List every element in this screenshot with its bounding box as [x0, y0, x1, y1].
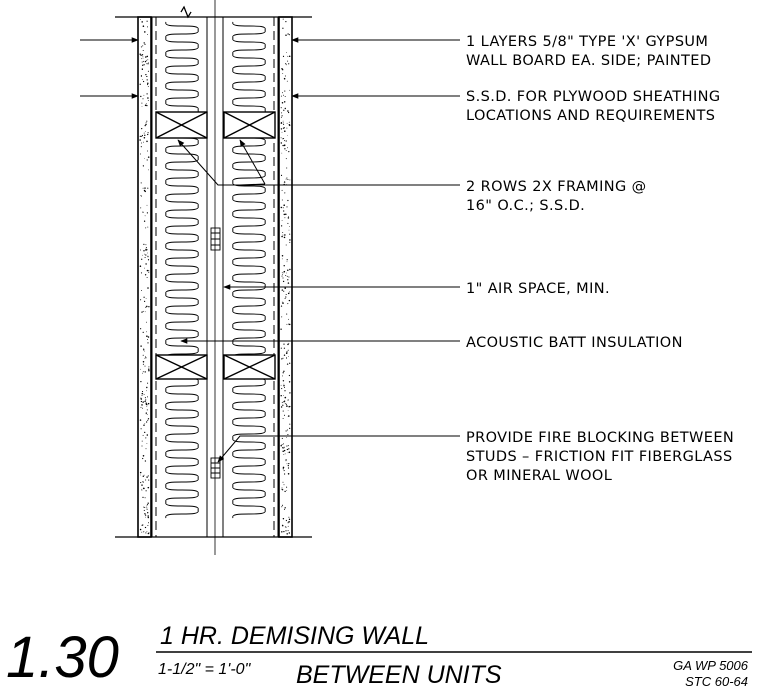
framing-block-top-right — [223, 111, 276, 139]
framing-block-bottom-left — [155, 354, 208, 380]
batt-insulation — [165, 21, 266, 519]
detail-title-line1: 1 HR. DEMISING WALL — [160, 622, 429, 650]
detail-number: 1.30 — [6, 625, 119, 690]
framing-block-top-left — [155, 111, 208, 139]
wall-section — [115, 0, 312, 555]
break-symbol — [180, 0, 216, 555]
note-gypsum: 1 LAYERS 5/8" TYPE 'X' GYPSUM WALL BOARD… — [466, 34, 713, 69]
notes: 1 LAYERS 5/8" TYPE 'X' GYPSUM WALL BOARD… — [466, 34, 739, 484]
note-sheathing: S.S.D. FOR PLYWOOD SHEATHING LOCATIONS A… — [466, 89, 726, 124]
gypsum-board-right — [278, 16, 293, 538]
note-framing: 2 ROWS 2X FRAMING @ 16" O.C.; S.S.D. — [466, 179, 652, 214]
framing-block-bottom-right — [223, 354, 276, 380]
fire-blocking — [210, 227, 221, 479]
note-fire-blocking: PROVIDE FIRE BLOCKING BETWEEN STUDS – FR… — [466, 430, 739, 484]
reference-ga: GA WP 5006 — [673, 658, 749, 673]
detail-scale: 1-1/2" = 1'-0" — [158, 661, 252, 678]
note-insulation: ACOUSTIC BATT INSULATION — [466, 335, 683, 351]
gypsum-board-left — [137, 16, 152, 538]
leader-lines — [80, 37, 460, 463]
framing-blocks — [155, 111, 276, 380]
note-air-space: 1" AIR SPACE, MIN. — [466, 281, 610, 297]
reference-stc: STC 60-64 — [685, 674, 748, 689]
title-block: 1.30 1 HR. DEMISING WALL 1-1/2" = 1'-0" … — [6, 622, 752, 690]
detail-title-line2: BETWEEN UNITS — [296, 661, 502, 689]
